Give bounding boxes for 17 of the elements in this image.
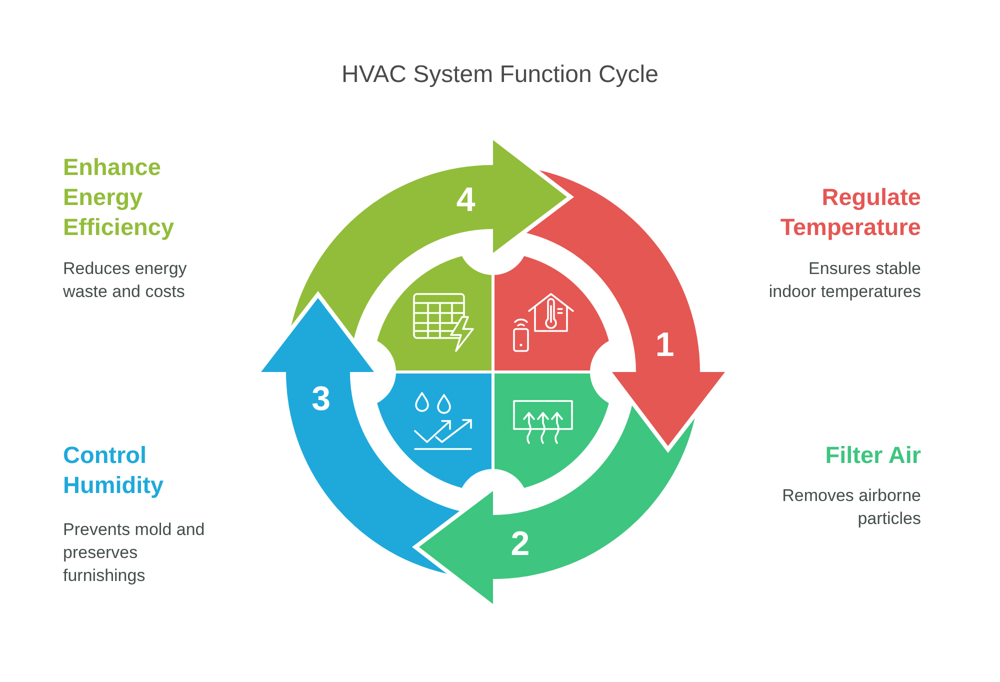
step-heading: Control Humidity bbox=[63, 441, 165, 500]
step-description: Removes airborne particles bbox=[781, 485, 921, 530]
step-number: 2 bbox=[510, 526, 530, 561]
step-description: Ensures stable indoor temperatures bbox=[768, 258, 921, 303]
step-heading: Filter Air bbox=[824, 441, 921, 470]
arrowhead bbox=[493, 140, 567, 253]
arrowhead bbox=[261, 298, 374, 372]
step-heading: Enhance Energy Efficiency bbox=[63, 153, 176, 242]
step-heading: Regulate Temperature bbox=[779, 183, 921, 242]
step-number: 4 bbox=[456, 183, 476, 218]
arrowhead bbox=[419, 491, 493, 604]
step-description: Reduces energy waste and costs bbox=[63, 258, 188, 303]
arrowhead bbox=[612, 372, 725, 446]
step-description: Prevents mold and preserves furnishings bbox=[63, 519, 206, 587]
step-number: 1 bbox=[655, 328, 674, 362]
step-number: 3 bbox=[312, 382, 331, 416]
diagram-title: HVAC System Function Cycle bbox=[342, 60, 658, 90]
